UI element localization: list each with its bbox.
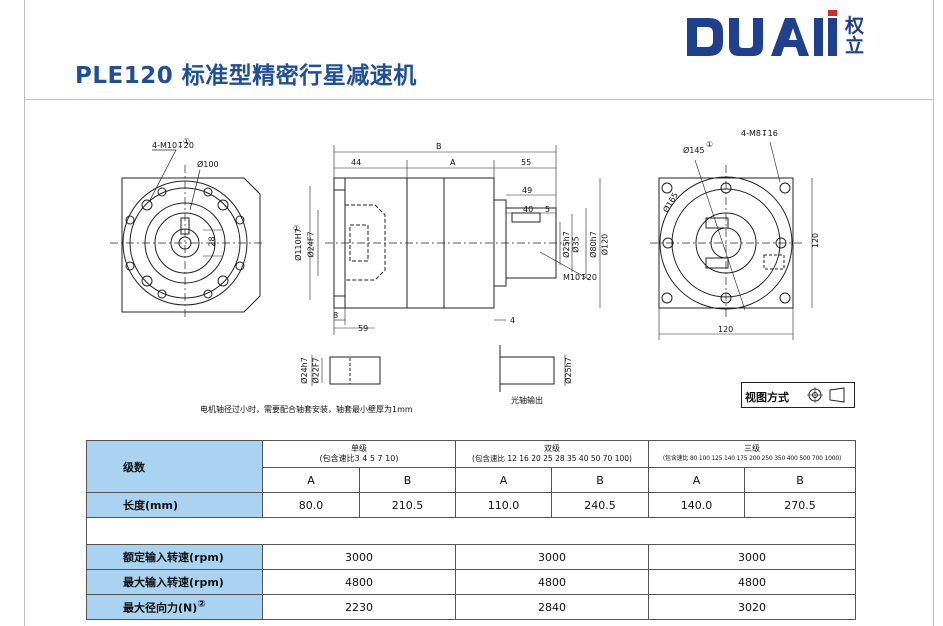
view-method-box: 视图方式 — [741, 382, 855, 408]
max-input-speed-label: 最大输入转速(rpm) — [86, 569, 263, 595]
front-dim-28: 28 — [207, 236, 217, 247]
col-b: B — [744, 467, 856, 493]
technical-drawing — [110, 141, 813, 392]
table-cell: 3000 — [455, 544, 649, 570]
bushing-dia-24: Ø24h7 — [299, 357, 309, 384]
side-dim-59: 59 — [358, 324, 369, 333]
table-cell: 4800 — [262, 569, 456, 595]
length-label: 长度(mm) — [86, 492, 263, 518]
table-cell: 80.0 — [262, 492, 360, 518]
table-row: 最大径向力(N)② 2230 2840 3020 — [86, 594, 856, 620]
motor-shaft-note: 电机轴径过小时，需要配合轴套安装，轴套最小壁厚为1mm — [200, 405, 413, 414]
shaft-view — [499, 345, 566, 392]
triple-stage-ratios: (包含速比 80 100 125 140 175 200 250 350 400… — [662, 455, 842, 462]
rear-view — [650, 141, 813, 340]
side-note-1: ① — [293, 224, 301, 233]
rear-dia-145: Ø145 — [683, 146, 705, 155]
single-stage-header: 单级 (包含速比3 4 5 7 10) — [262, 440, 456, 468]
radial-force-note: ② — [197, 598, 206, 610]
table-cell: 110.0 — [455, 492, 552, 518]
double-stage-ratios: (包含速比 12 16 20 25 28 35 40 50 70 100) — [472, 454, 632, 463]
front-dia-label: Ø100 — [197, 160, 219, 169]
table-cell: 3000 — [648, 544, 856, 570]
max-radial-force-cell: 最大径向力(N)② — [86, 594, 263, 620]
front-view — [110, 149, 265, 320]
table-cell: 3000 — [262, 544, 456, 570]
table-cell: 240.5 — [551, 492, 649, 518]
col-a: A — [648, 467, 745, 493]
table-cell: 3020 — [648, 594, 856, 620]
rear-dim-120-h: 120 — [718, 325, 734, 334]
brand-logo: 权立 — [683, 6, 893, 70]
view-method-label: 视图方式 — [745, 391, 789, 404]
shaft-caption: 光轴输出 — [511, 396, 543, 405]
table-cell: 210.5 — [359, 492, 456, 518]
table-cell: 2230 — [262, 594, 456, 620]
side-dia-110: Ø110H7 — [293, 228, 303, 261]
side-dia-25: Ø25h7 — [561, 231, 571, 258]
side-dim-b: B — [436, 142, 442, 151]
double-stage-title: 双级 — [544, 444, 560, 453]
single-stage-title: 单级 — [351, 444, 367, 453]
table-row: 最大输入转速(rpm) 4800 4800 4800 — [86, 569, 856, 595]
col-a: A — [262, 467, 360, 493]
side-dia-120: Ø120 — [600, 233, 610, 256]
rear-bolt-label: 4-M8↧16 — [741, 129, 778, 138]
front-bolt-label: 4-M10↧20 — [152, 141, 194, 150]
triple-stage-title: 三级 — [744, 444, 760, 453]
side-thread-label: M10↧20 — [563, 273, 597, 282]
side-dim-55: 55 — [521, 158, 532, 167]
page-title: PLE120 标准型精密行星减速机 — [75, 63, 417, 89]
side-dim-49: 49 — [522, 186, 533, 195]
page-frame — [24, 0, 934, 626]
bushing-view — [311, 355, 381, 386]
title-divider — [24, 99, 934, 100]
side-dia-35: Ø35 — [571, 236, 581, 253]
rated-input-speed-label: 额定输入转速(rpm) — [86, 544, 263, 570]
side-dim-a: A — [450, 158, 456, 167]
side-dim-8: 8 — [333, 311, 339, 320]
side-dim-5: 5 — [545, 205, 551, 214]
table-cell: 270.5 — [744, 492, 856, 518]
bushing-dia-22: Ø22F7 — [311, 357, 321, 384]
single-stage-ratios: (包含速比3 4 5 7 10) — [319, 454, 399, 463]
table-cell: 4800 — [648, 569, 856, 595]
stage-label: 级数 — [86, 440, 263, 493]
table-cell: 2840 — [455, 594, 649, 620]
table-row: 额定输入转速(rpm) 3000 3000 3000 — [86, 544, 856, 570]
side-dim-40: 40 — [523, 205, 534, 214]
table-row: 长度(mm) 80.0 210.5 110.0 240.5 140.0 270.… — [86, 492, 856, 518]
projection-symbol-icon — [807, 387, 845, 403]
front-note: ① — [183, 137, 191, 146]
spec-table: 级数 单级 (包含速比3 4 5 7 10) 双级 (包含速比 12 16 20… — [86, 440, 856, 620]
side-dim-4: 4 — [510, 316, 516, 325]
rear-dim-120-v: 120 — [811, 232, 821, 249]
table-cell: 140.0 — [648, 492, 745, 518]
rear-note: ① — [706, 140, 714, 149]
shaft-dia-25: Ø25h7 — [563, 357, 573, 384]
table-row: 级数 单级 (包含速比3 4 5 7 10) 双级 (包含速比 12 16 20… — [86, 440, 856, 493]
table-cell: 4800 — [455, 569, 649, 595]
max-radial-force-label: 最大径向力(N) — [123, 601, 198, 615]
side-dim-44: 44 — [351, 158, 362, 167]
table-row — [86, 517, 856, 545]
double-stage-header: 双级 (包含速比 12 16 20 25 28 35 40 50 70 100) — [455, 440, 649, 468]
side-view — [309, 145, 601, 335]
col-b: B — [359, 467, 456, 493]
triple-stage-header: 三级 (包含速比 80 100 125 140 175 200 250 350 … — [648, 440, 856, 468]
side-dia-80: Ø80h7 — [588, 231, 598, 258]
table-spacer — [86, 517, 856, 545]
col-b: B — [551, 467, 649, 493]
side-dia-24: Ø24F7 — [306, 231, 316, 258]
logo-cn-text: 权立 — [845, 15, 865, 57]
col-a: A — [455, 467, 552, 493]
